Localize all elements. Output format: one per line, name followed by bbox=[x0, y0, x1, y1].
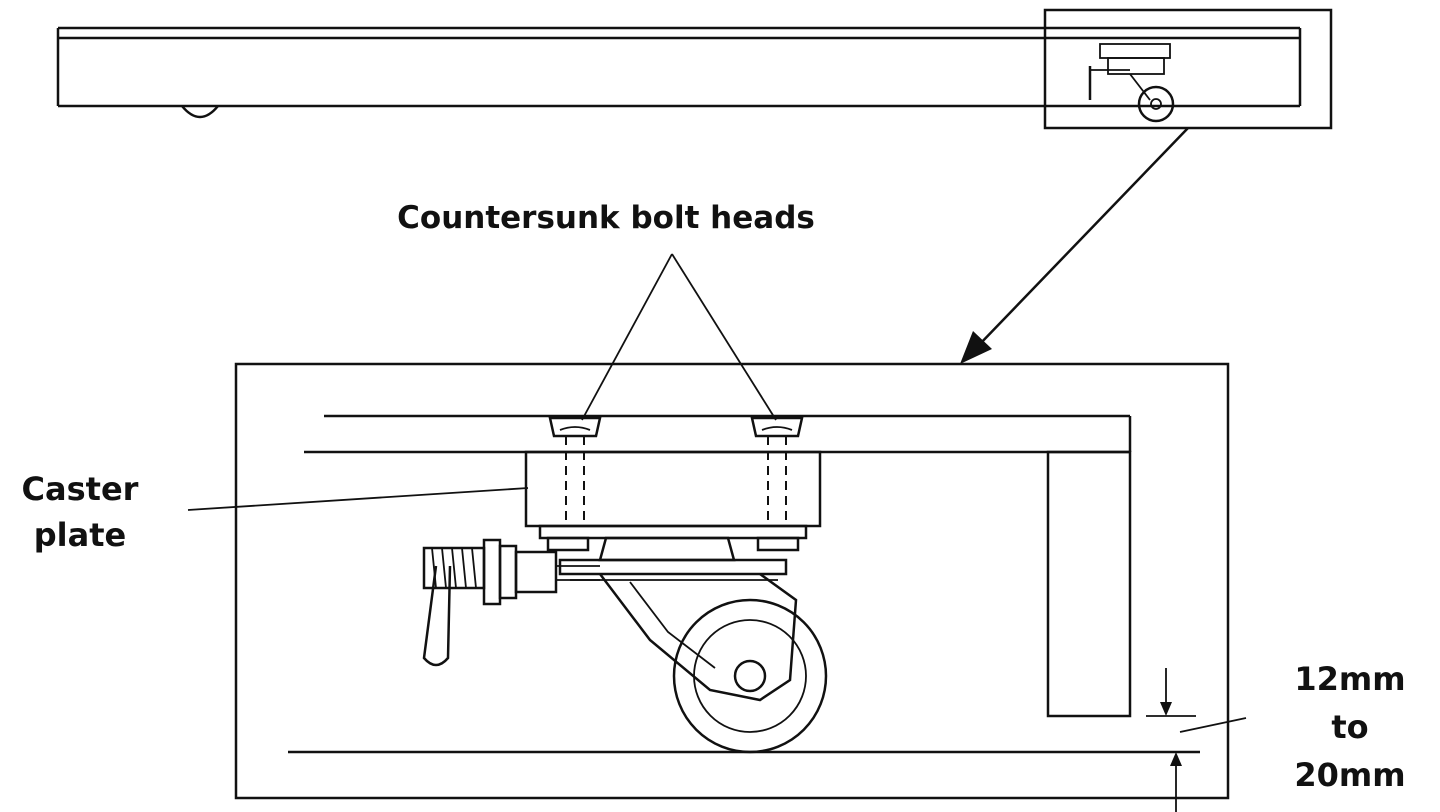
countersunk-bolt-right bbox=[750, 416, 804, 438]
gap-label-line2: to bbox=[1331, 708, 1368, 746]
caster-plate bbox=[524, 436, 822, 552]
caster-wheel bbox=[672, 598, 828, 754]
detail-view bbox=[234, 362, 1230, 800]
table-overview bbox=[56, 26, 1302, 119]
swivel-caster bbox=[558, 536, 828, 754]
gap-label-line1: 12mm bbox=[1294, 660, 1405, 698]
brake-lever bbox=[422, 538, 600, 667]
gap-label-line3: 20mm bbox=[1294, 756, 1405, 794]
countersunk-leaders bbox=[581, 253, 777, 421]
caster-plate-label-line2: plate bbox=[34, 516, 126, 554]
countersunk-bolt-heads-label: Countersunk bolt heads bbox=[397, 200, 815, 236]
detail-callout-box bbox=[1043, 8, 1333, 130]
caster-plate-label-line1: Caster bbox=[22, 470, 139, 508]
left-caster-outline bbox=[181, 105, 219, 119]
countersunk-bolt-left bbox=[548, 416, 602, 438]
caster-plate-leader bbox=[187, 487, 529, 511]
wheel-axle bbox=[733, 659, 767, 693]
detail-arrow bbox=[960, 127, 1189, 364]
gap-dimension bbox=[1146, 668, 1247, 812]
